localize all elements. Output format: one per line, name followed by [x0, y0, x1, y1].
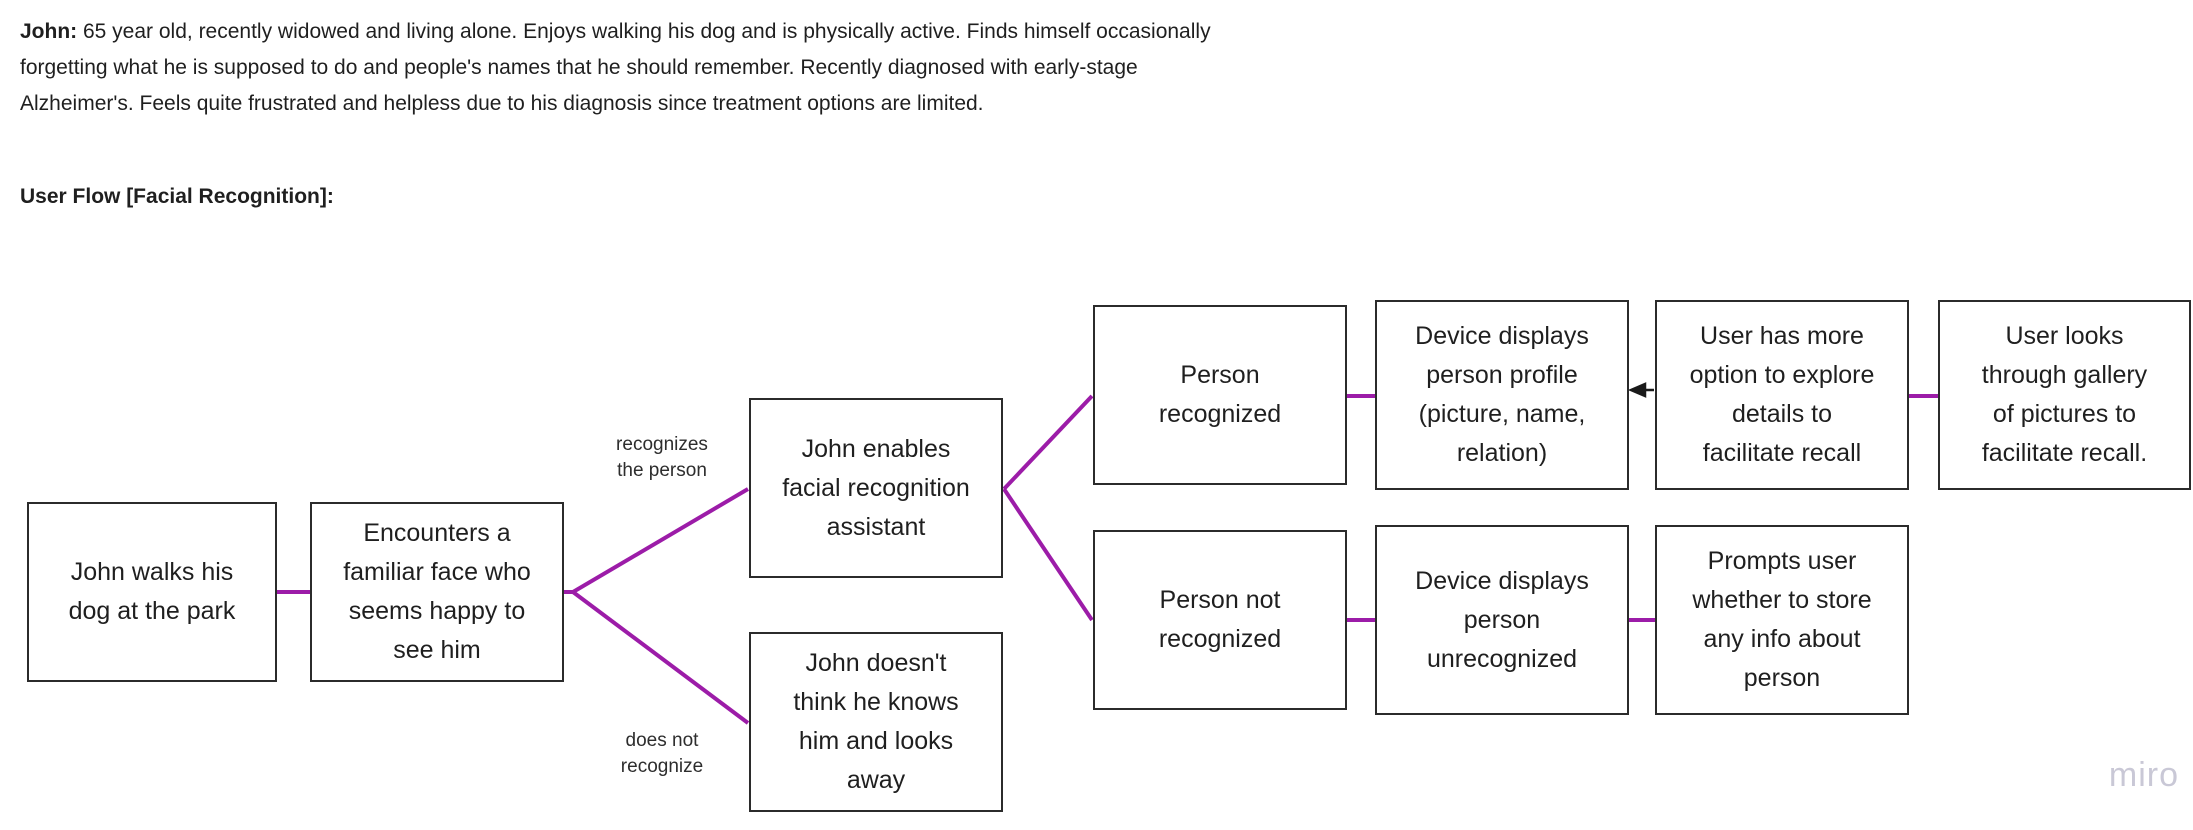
persona-paragraph: John: 65 year old, recently widowed and … — [20, 14, 1250, 122]
flow-node-prompts-store-info-label: Prompts user whether to store any info a… — [1692, 547, 1872, 692]
flow-node-encounters-familiar-face-label: Encounters a familiar face who seems hap… — [343, 519, 531, 664]
edge-label-does-not-recognize: does not recognize — [620, 730, 704, 777]
edge-enables-to-recognized — [1002, 394, 1094, 491]
edge-label-recognizes-the-person: recognizes the person — [616, 434, 708, 481]
flow-node-user-has-more-options[interactable]: User has more option to explore details … — [1655, 300, 1909, 490]
flow-node-person-not-recognized-label: Person not recognized — [1158, 586, 1282, 653]
persona-description-block: John: 65 year old, recently widowed and … — [20, 14, 1250, 122]
flow-node-walks-dog[interactable]: John walks his dog at the park — [27, 502, 277, 682]
flow-node-device-displays-profile[interactable]: Device displays person profile (picture,… — [1375, 300, 1629, 490]
flow-node-device-displays-unrecognized-label: Device displays person unrecognized — [1415, 566, 1589, 673]
flow-node-person-not-recognized[interactable]: Person not recognized — [1093, 530, 1347, 710]
flow-node-encounters-familiar-face[interactable]: Encounters a familiar face who seems hap… — [310, 502, 564, 682]
flow-node-user-looks-through-gallery[interactable]: User looks through gallery of pictures t… — [1938, 300, 2191, 490]
flow-node-doesnt-know-him-label: John doesn't think he knows him and look… — [793, 649, 959, 794]
flow-section-title: User Flow [Facial Recognition]: — [20, 185, 334, 208]
persona-name-label: John: — [20, 20, 78, 43]
flow-node-doesnt-know-him[interactable]: John doesn't think he knows him and look… — [749, 632, 1003, 812]
edge-enables-to-not-recognized — [1002, 487, 1094, 622]
edge-branch-to-doesnt-know — [571, 590, 750, 725]
flow-node-user-looks-through-gallery-label: User looks through gallery of pictures t… — [1981, 322, 2148, 467]
flow-node-enables-facial-recognition-label: John enables facial recognition assistan… — [782, 434, 970, 541]
flow-node-user-has-more-options-label: User has more option to explore details … — [1689, 322, 1875, 467]
flow-node-walks-dog-label: John walks his dog at the park — [68, 558, 236, 625]
persona-description-text: 65 year old, recently widowed and living… — [20, 20, 1211, 115]
flow-node-device-displays-profile-label: Device displays person profile (picture,… — [1415, 322, 1589, 467]
miro-watermark: miro — [2108, 756, 2179, 794]
edge-branch-to-enables — [571, 487, 750, 594]
flow-node-device-displays-unrecognized[interactable]: Device displays person unrecognized — [1375, 525, 1629, 715]
flow-node-person-recognized[interactable]: Person recognized — [1093, 305, 1347, 485]
flow-node-person-recognized-label: Person recognized — [1158, 361, 1282, 428]
flow-node-enables-facial-recognition[interactable]: John enables facial recognition assistan… — [749, 398, 1003, 578]
flow-node-prompts-store-info[interactable]: Prompts user whether to store any info a… — [1655, 525, 1909, 715]
arrow-moreoptions-to-profile — [1627, 382, 1654, 398]
